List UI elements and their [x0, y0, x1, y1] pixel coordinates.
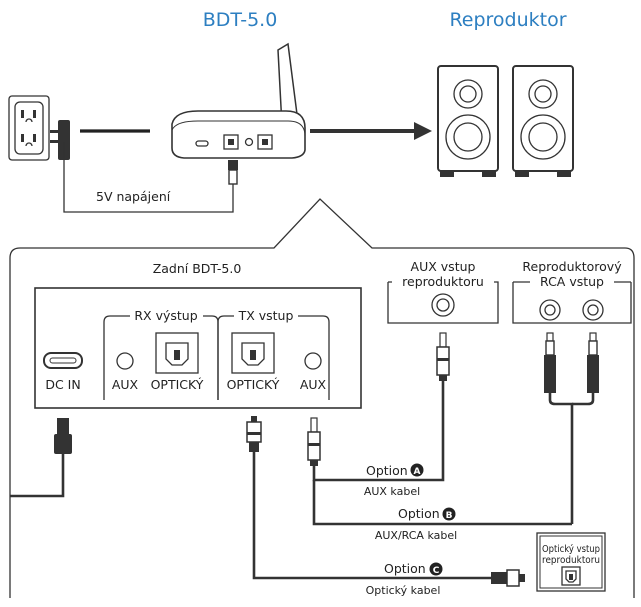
tx-aux-label: AUX — [300, 377, 327, 392]
power-label: 5V napájení — [96, 189, 171, 204]
option-a-cable — [312, 381, 445, 482]
rx-aux-port — [116, 352, 134, 370]
speaker-title: Reproduktor — [449, 9, 566, 31]
speaker-aux-title-1: AUX vstup — [411, 259, 476, 274]
option-a-badge — [410, 463, 424, 477]
tx-optical-label: OPTICKÝ — [227, 377, 280, 392]
speaker-aux-jack — [431, 293, 455, 317]
speaker-rca-box — [512, 281, 632, 324]
option-c-label: Option C — [384, 561, 443, 576]
option-a-cable-label: AUX kabel — [364, 485, 420, 498]
right-speaker-icon — [512, 65, 574, 177]
output-arrow-icon — [310, 122, 432, 140]
rx-aux-label: AUX — [112, 377, 139, 392]
option-b-badge — [442, 507, 456, 521]
option-b-letter: B — [446, 511, 453, 521]
option-c-badge — [429, 562, 443, 576]
speaker-rca-title-2: RCA vstup — [540, 274, 604, 289]
device-title: BDT-5.0 — [203, 9, 278, 31]
optical-plug-speaker — [491, 569, 525, 587]
callout-frame — [9, 198, 635, 598]
dc-in-label: DC IN — [45, 377, 80, 392]
tx-aux-port — [304, 352, 322, 370]
tx-optical-port — [231, 332, 275, 374]
speaker-rca-jack-left — [539, 299, 561, 321]
rca-plugs — [544, 332, 599, 524]
speaker-aux-title-2: reproduktoru — [402, 274, 484, 289]
option-a-word: Option — [366, 463, 408, 478]
aux-plug-device — [307, 417, 321, 466]
rear-panel-title: Zadní BDT-5.0 — [153, 261, 242, 276]
speaker-optical-title-2: reproduktoru — [542, 555, 600, 566]
option-c-cable — [252, 452, 493, 580]
option-b-cable-label: AUX/RCA kabel — [375, 529, 457, 542]
left-speaker-icon — [437, 65, 499, 177]
speaker-rca-title-1: Reproduktorový — [522, 259, 622, 274]
option-b-cable — [312, 480, 572, 526]
speaker-optical-port — [561, 566, 581, 586]
bdt-device-icon — [171, 42, 306, 159]
option-b-label: Option B — [398, 506, 456, 521]
option-b-word: Option — [398, 506, 440, 521]
optical-plug-device — [246, 416, 262, 452]
speaker-optical-title-1: Optický vstup — [542, 544, 600, 555]
option-a-letter: A — [414, 467, 421, 477]
option-a-label: Option A — [366, 463, 424, 478]
rx-optical-label: OPTICKÝ — [151, 377, 204, 392]
usb-power-cable — [63, 142, 238, 213]
option-c-letter: C — [433, 566, 440, 576]
option-c-word: Option — [384, 561, 426, 576]
tx-bracket — [217, 315, 330, 400]
option-c-cable-label: Optický kabel — [366, 584, 441, 597]
tx-label: TX vstup — [238, 308, 294, 323]
speaker-aux-box — [387, 281, 499, 324]
rx-optical-port — [155, 332, 199, 374]
power-adapter-icon — [50, 120, 70, 160]
aux-plug-speaker — [436, 332, 450, 381]
wall-outlet-icon — [8, 95, 50, 161]
speaker-rca-jack-right — [582, 299, 604, 321]
rx-label: RX výstup — [134, 308, 197, 323]
usb-c-plug-icon — [10, 418, 72, 498]
